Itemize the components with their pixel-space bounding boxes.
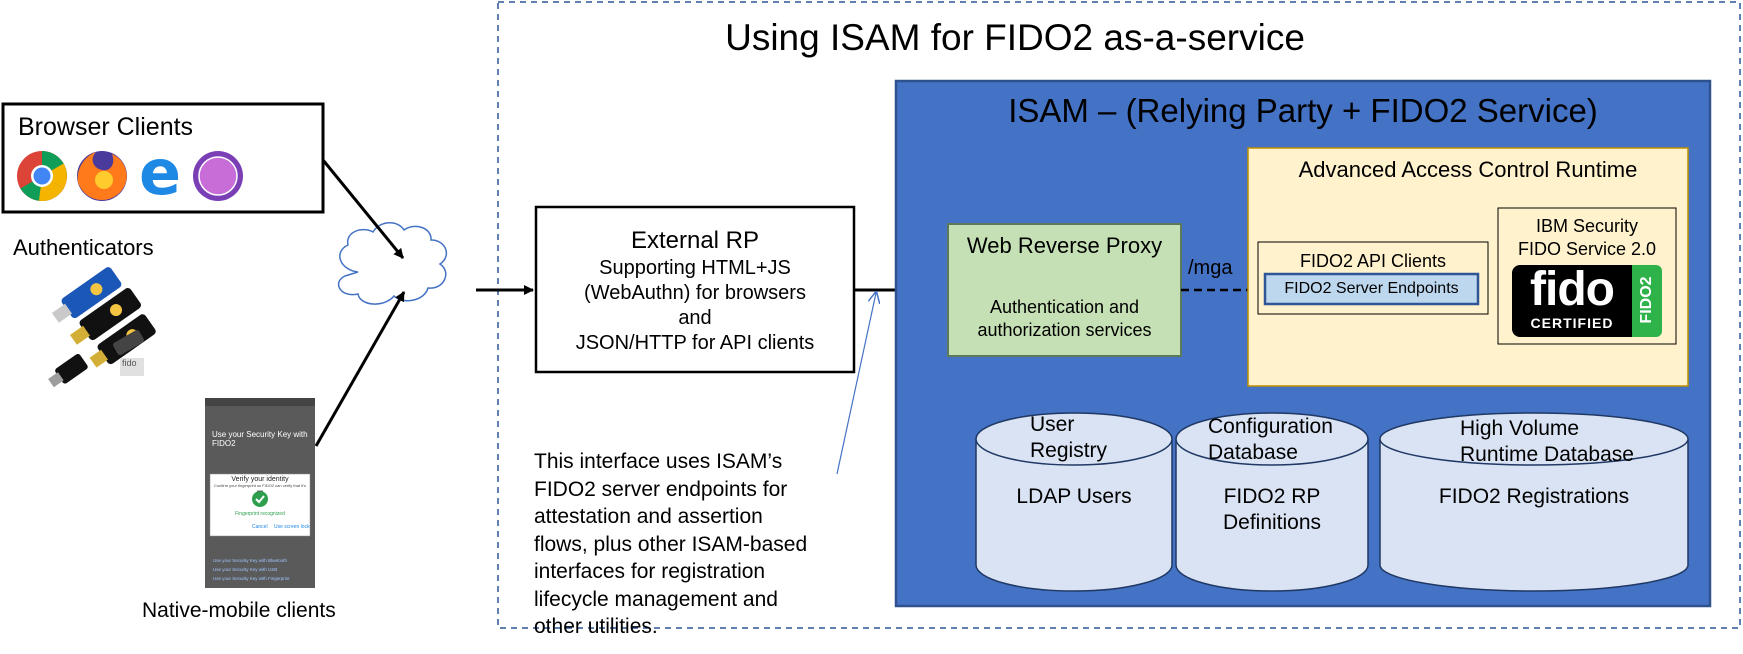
db-body-line: Definitions (1222, 511, 1322, 534)
aac-title: Advanced Access Control Runtime (1298, 157, 1638, 182)
fido-logo-certified: CERTIFIED (1530, 315, 1614, 331)
web-reverse-proxy-title: Web Reverse Proxy (966, 233, 1163, 258)
db-body-line: FIDO2 Registrations (1438, 485, 1630, 508)
browser-clients-label: Browser Clients (18, 113, 194, 141)
isam-title: ISAM – (Relying Party + FIDO2 Service) (1008, 92, 1598, 129)
fido-badge-text: fido (122, 358, 137, 368)
interface-note-line: other utilities. (534, 615, 658, 638)
db-top-line: Configuration (1208, 415, 1333, 438)
db-configuration (1175, 412, 1369, 592)
ibm-fido-service-line: FIDO Service 2.0 (1517, 239, 1657, 259)
db-high-volume-body: FIDO2 Registrations (1380, 484, 1688, 510)
phone-option[interactable]: Use your Security Key with USB (213, 567, 278, 572)
fido-logo-fido2: FIDO2 (1638, 276, 1655, 324)
fido-certified-logo (1512, 265, 1662, 337)
phone-option[interactable]: Use your Security Key with Fingerprint (213, 576, 290, 581)
phone-dialog-text: Confirm your fingerprint so FIDO2 can ve… (214, 483, 306, 493)
db-top-line: User (1030, 413, 1075, 436)
phone-dialog-title: Verify your identity (231, 476, 289, 483)
mga-label: /mga (1188, 257, 1233, 279)
interface-pointer-arrow (836, 293, 876, 475)
db-user-registry-top: User Registry (1030, 412, 1107, 464)
web-reverse-proxy-desc: Authentication and authorization service… (948, 296, 1181, 342)
authenticators-label: Authenticators (13, 235, 154, 260)
edge-icon: e (139, 136, 181, 209)
fido-logo-word: fido (1530, 263, 1615, 316)
external-rp-text: External RP Supporting HTML+JS (WebAuthn… (536, 226, 854, 356)
external-rp-title: External RP (630, 227, 760, 254)
interface-note-line: attestation and assertion (534, 505, 763, 528)
diagram-title: Using ISAM for FIDO2 as-a-service (725, 17, 1305, 58)
phone-option[interactable]: Use your Security Key with Bluetooth (213, 558, 288, 563)
safari-icon (193, 151, 243, 201)
interface-note-line: This interface uses ISAM’s (534, 450, 783, 473)
arrow-mobile-to-cloud (314, 291, 406, 447)
fido2-server-endpoints-box (1263, 272, 1480, 306)
web-reverse-proxy-line: authorization services (977, 320, 1152, 340)
security-keys-icon (48, 267, 156, 388)
phone-header: Use your Security Key with FIDO2 (212, 430, 308, 448)
external-rp-line: JSON/HTTP for API clients (575, 332, 815, 354)
db-configuration-body: FIDO2 RP Definitions (1176, 484, 1368, 536)
db-top-line: Runtime Database (1460, 443, 1634, 466)
external-rp-box (534, 205, 856, 374)
interface-note-line: lifecycle management and (534, 587, 778, 611)
phone-cancel[interactable]: Cancel (252, 524, 268, 530)
arrow-browser-to-cloud (321, 159, 405, 259)
phone-use-screen-lock[interactable]: Use screen lock (274, 524, 310, 530)
ibm-fido-service-label: IBM Security FIDO Service 2.0 (1498, 215, 1676, 261)
interface-note-line: flows, plus other ISAM-based (534, 532, 808, 556)
service-boundary (497, 1, 1741, 629)
cloud-network (337, 222, 448, 305)
native-mobile-label: Native-mobile clients (142, 599, 336, 622)
db-user-registry-body: LDAP Users (976, 484, 1172, 510)
db-body-line: FIDO2 RP (1223, 485, 1321, 508)
db-user-registry (975, 412, 1173, 592)
db-body-line: LDAP Users (1016, 485, 1132, 508)
external-rp-line: and (678, 307, 712, 329)
fido2-api-clients-label: FIDO2 API Clients (1299, 251, 1447, 271)
web-reverse-proxy-line: Authentication and (989, 297, 1140, 317)
phone-mockup (205, 398, 315, 588)
interface-note-line: interfaces for registration (534, 560, 766, 583)
svg-text:e: e (139, 136, 181, 209)
db-top-line: Registry (1030, 439, 1108, 462)
db-high-volume (1379, 412, 1689, 592)
external-rp-line: Supporting HTML+JS (599, 257, 791, 279)
firefox-icon (77, 151, 127, 201)
fido-badge-small (120, 358, 144, 376)
phone-status: Fingerprint recognized (235, 511, 285, 517)
db-high-volume-top: High Volume Runtime Database (1460, 416, 1634, 468)
interface-note-line: FIDO2 server endpoints for (534, 477, 788, 501)
interface-note: This interface uses ISAM’s FIDO2 server … (534, 448, 834, 638)
db-configuration-top: Configuration Database (1208, 414, 1333, 466)
db-top-line: High Volume (1460, 417, 1580, 440)
db-top-line: Database (1208, 441, 1298, 464)
chrome-icon (17, 151, 67, 201)
external-rp-line: (WebAuthn) for browsers (584, 282, 806, 304)
web-reverse-proxy-box (947, 223, 1182, 357)
ibm-fido-service-line: IBM Security (1535, 216, 1639, 236)
fido2-server-endpoints-label: FIDO2 Server Endpoints (1284, 280, 1459, 297)
